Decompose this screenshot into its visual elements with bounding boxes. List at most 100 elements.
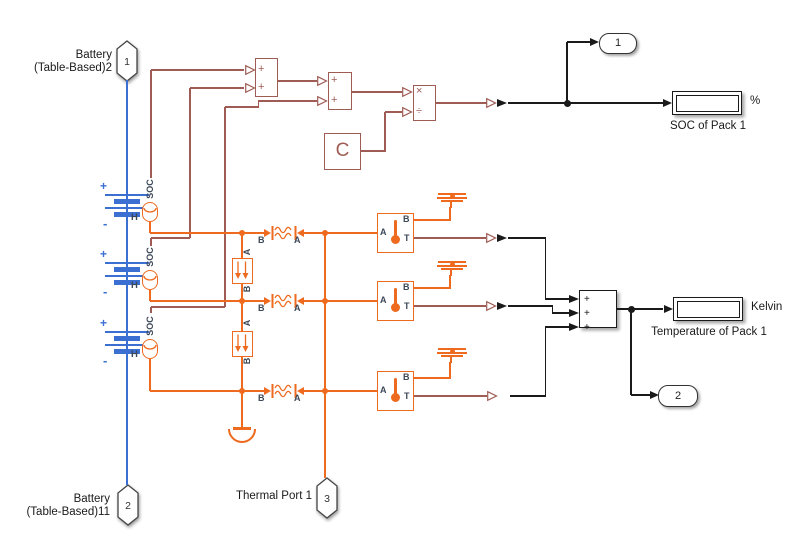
thermal-wire-row2[interactable] <box>302 300 377 302</box>
battery1-plate[interactable] <box>105 207 149 210</box>
thermal-mass-3[interactable] <box>450 355 452 363</box>
battery2-plate[interactable] <box>105 262 149 265</box>
thermal-reference-bar[interactable] <box>233 427 251 430</box>
ps-wire-sum1-sum2[interactable] <box>278 80 317 82</box>
ps-wire-temp3[interactable] <box>414 395 487 397</box>
thermal-mass-2[interactable] <box>450 268 452 276</box>
ps-wire-soc2[interactable] <box>151 237 190 239</box>
signal-wire-temp3[interactable] <box>544 327 546 396</box>
signal-wire-temp1[interactable] <box>544 238 546 300</box>
ps-wire-temp1[interactable] <box>414 237 486 239</box>
outport1-block[interactable]: 1 <box>599 33 637 54</box>
signal-wire-outport2[interactable] <box>631 394 651 396</box>
signal-wire-sum3-out[interactable] <box>617 308 663 310</box>
ps-wire-soc3[interactable] <box>257 101 259 107</box>
battery3-plate[interactable] <box>105 344 149 347</box>
inport3-block[interactable]: 3 <box>316 477 338 519</box>
thermal-wire-row2[interactable] <box>150 300 266 302</box>
signal-wire-temp2[interactable] <box>552 312 569 314</box>
thermal-mass-1[interactable] <box>441 200 463 202</box>
thermal-mass-1[interactable] <box>450 200 452 208</box>
ps-wire-product-out[interactable] <box>436 102 487 104</box>
thermal-mass-3[interactable] <box>441 355 463 357</box>
soc-display-block[interactable] <box>672 91 742 115</box>
battery3-plate[interactable] <box>105 331 149 334</box>
thermal-wire-column2[interactable] <box>324 233 326 478</box>
temperature-display-block[interactable] <box>673 297 743 321</box>
conv2-b-label: B <box>242 357 252 365</box>
sum3-block[interactable] <box>579 290 617 328</box>
ps-wire-soc3[interactable] <box>151 306 225 308</box>
outport2-block[interactable]: 2 <box>658 385 698 407</box>
ps-wire-soc2[interactable] <box>150 238 152 246</box>
signal-wire-outport2[interactable] <box>630 309 632 395</box>
converter-temp3-port-arrow[interactable] <box>487 390 498 402</box>
signal-wire-temp3[interactable] <box>545 326 569 328</box>
thermal-wire-mass2[interactable] <box>414 287 450 289</box>
thermal-wire-mass3[interactable] <box>414 377 450 379</box>
converter-soc-port-arrow[interactable] <box>486 97 497 109</box>
thermal-reference-arc[interactable] <box>227 428 257 445</box>
battery2-plate[interactable] <box>114 267 140 272</box>
battery1-plate[interactable] <box>114 212 140 217</box>
conductive-heat-transfer-1[interactable] <box>264 224 304 242</box>
inport2-block[interactable]: 2 <box>117 484 139 526</box>
ps-wire-constant[interactable] <box>384 112 386 151</box>
ps-wire-soc3[interactable] <box>150 307 152 313</box>
ps-wire-temp2[interactable] <box>414 305 486 307</box>
thermal-wire-mass2[interactable] <box>449 275 451 289</box>
ps-wire-soc2[interactable] <box>189 88 191 238</box>
ps-wire-soc3[interactable] <box>224 107 226 307</box>
conductive-heat-transfer-3[interactable] <box>264 382 304 400</box>
signal-wire-soc-branch[interactable] <box>567 41 591 43</box>
signal-wire-temp2[interactable] <box>551 306 554 314</box>
thermal-wire-mass1[interactable] <box>414 219 450 221</box>
arrowhead <box>569 294 579 303</box>
ps-wire-sum2-product[interactable] <box>352 91 402 93</box>
thermal-wire-row1[interactable] <box>150 232 266 234</box>
battery2-plate[interactable] <box>114 280 140 285</box>
converter-temp2-port-arrow[interactable] <box>486 300 497 312</box>
ps-wire-constant[interactable] <box>385 111 402 113</box>
thermal-wire-row3[interactable] <box>149 359 151 391</box>
signal-wire-soc-branch[interactable] <box>566 42 568 103</box>
svg-text:2: 2 <box>125 500 131 512</box>
sum1-in2-port-arrow <box>245 82 256 94</box>
signal-wire-soc[interactable] <box>508 102 668 104</box>
ps-wire-soc1[interactable] <box>151 69 244 71</box>
thermal-wire-row1[interactable] <box>149 222 151 233</box>
ps-wire-soc3[interactable] <box>258 100 317 102</box>
battery1-plate[interactable] <box>105 194 149 197</box>
thermal-wire-row3[interactable] <box>302 390 377 392</box>
conductive-heat-transfer-2[interactable] <box>264 292 304 310</box>
inport1-block[interactable]: 1 <box>116 40 138 82</box>
convective-heat-transfer-2[interactable] <box>232 331 253 357</box>
battery3-plate[interactable] <box>114 349 140 354</box>
thermal-wire-row2[interactable] <box>149 290 151 301</box>
signal-wire-temp3[interactable] <box>510 395 546 397</box>
signal-wire-temp2[interactable] <box>508 305 553 307</box>
constant-block[interactable]: C <box>324 133 361 170</box>
thermal-wire-row3[interactable] <box>150 390 266 392</box>
battery2-plate[interactable] <box>105 275 149 278</box>
converter-temp1-port-arrow[interactable] <box>486 232 497 244</box>
ps-wire-soc3[interactable] <box>225 106 259 108</box>
thermal-wire-row1[interactable] <box>302 232 377 234</box>
thermal-wire-mass1[interactable] <box>449 207 451 221</box>
signal-wire-temp1[interactable] <box>508 237 546 239</box>
ps-wire-constant[interactable] <box>361 150 386 152</box>
ps-wire-soc1[interactable] <box>150 70 152 178</box>
thermal-wire-reference[interactable] <box>241 391 243 428</box>
thermal-mass-2[interactable] <box>441 268 463 270</box>
ps-wire-soc2[interactable] <box>190 87 244 89</box>
thermal-wire-mass3[interactable] <box>449 362 451 379</box>
battery1-h-port-label: H <box>131 212 138 223</box>
product-block[interactable] <box>413 85 436 121</box>
battery1-plate[interactable] <box>114 199 140 204</box>
battery3-plate[interactable] <box>114 336 140 341</box>
sum2-block[interactable] <box>328 72 352 110</box>
signal-wire-temp1[interactable] <box>545 298 569 300</box>
svg-text:1: 1 <box>124 56 130 68</box>
sum1-block[interactable] <box>255 58 278 97</box>
convective-heat-transfer-1[interactable] <box>232 258 253 284</box>
